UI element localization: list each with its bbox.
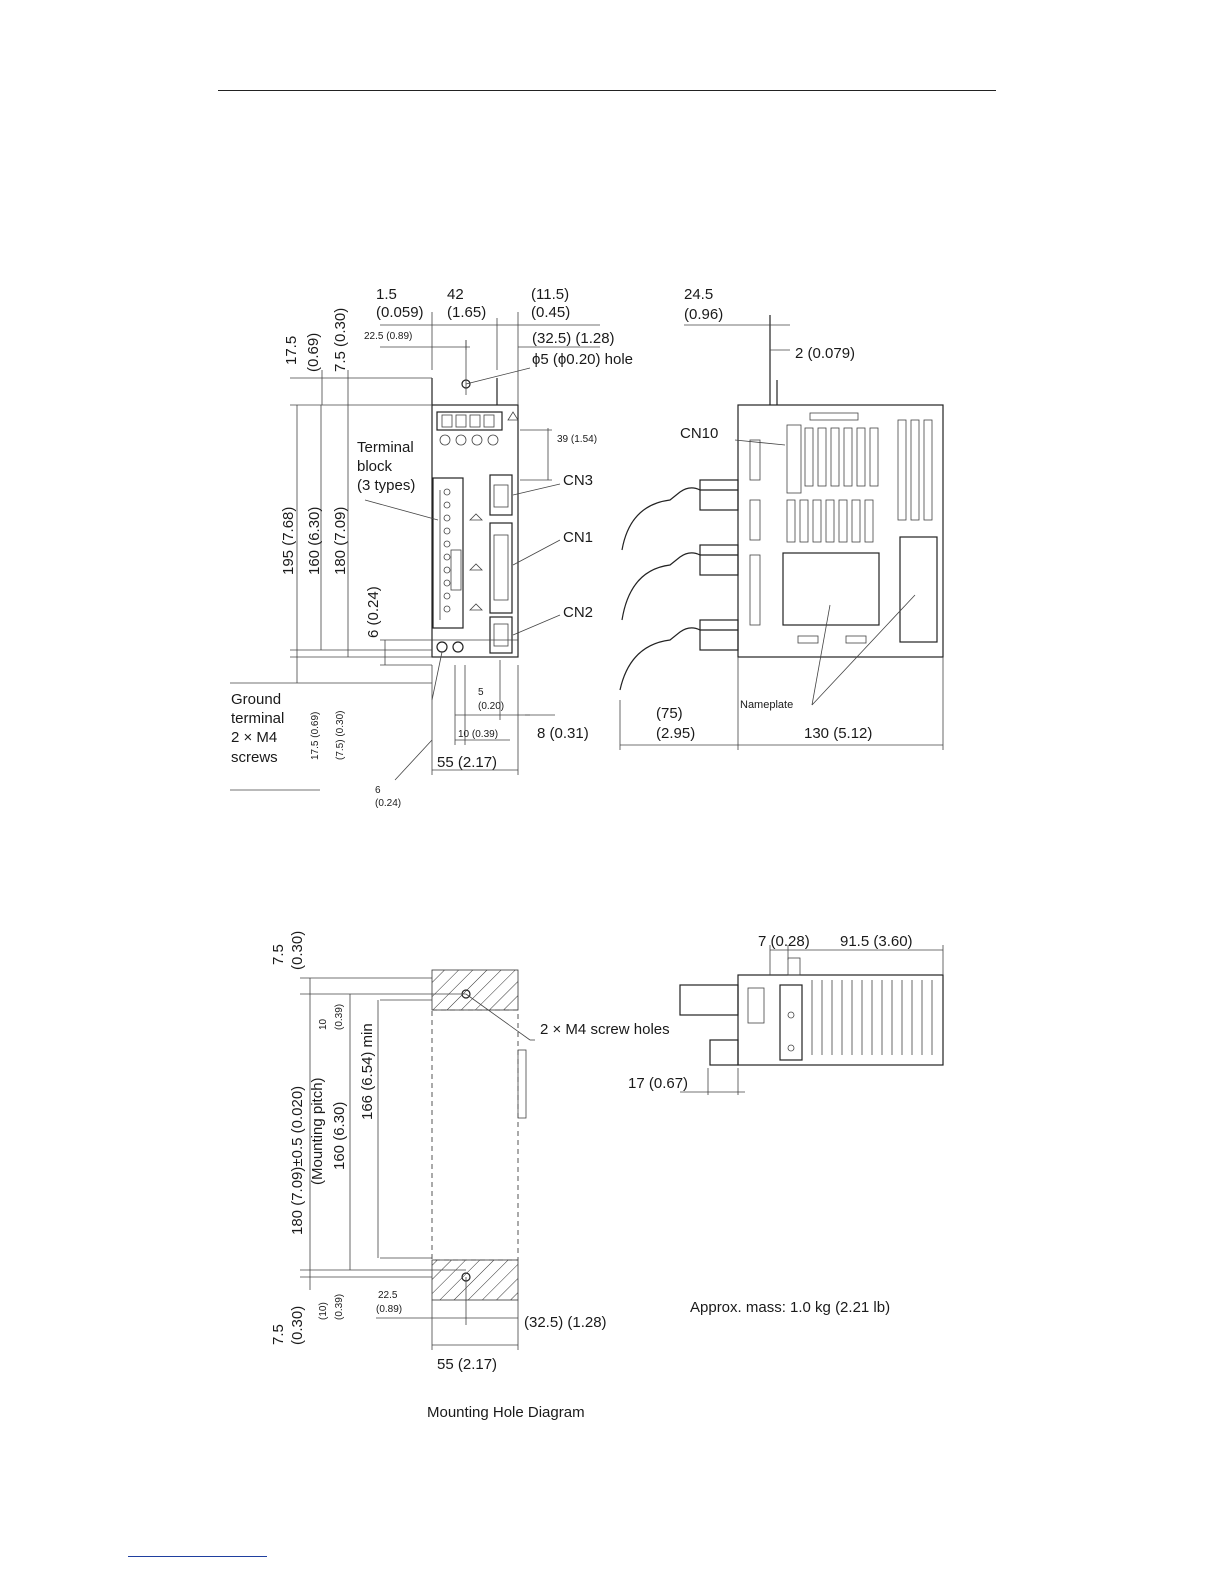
side-view: 24.5 (0.96) 2 (0.079) CN10 (75) (2.95) 1… <box>619 286 944 750</box>
dim-22-5: 22.5 (0.89) <box>364 331 412 342</box>
mh-dim-32-5: (32.5) (1.28) <box>524 1314 607 1331</box>
nameplate-label: Nameplate <box>740 699 793 711</box>
cn3-label: CN3 <box>563 472 593 489</box>
panel-buttons <box>439 434 499 446</box>
top-body-outline <box>737 974 944 1066</box>
v-0-69: (0.69) <box>305 333 322 372</box>
led-display <box>436 411 503 431</box>
mh-v-0-39b: (0.39) <box>334 1294 345 1320</box>
mh-v-0-30-top: (0.30) <box>289 931 306 970</box>
side-body-outline <box>737 404 944 658</box>
hatch-bottom <box>431 1259 519 1301</box>
v-17-5b: 17.5 (0.69) <box>310 712 321 760</box>
dim-7: 7 (0.28) <box>758 933 810 950</box>
front-view: 1.5 (0.059) 42 (1.65) (11.5) (0.45) (32.… <box>230 286 633 809</box>
dim-55: 55 (2.17) <box>437 754 497 771</box>
v-6: 6 (0.24) <box>365 586 382 638</box>
footer-link-rule <box>128 1556 267 1557</box>
mh-v-166: 166 (6.54) min <box>359 1023 376 1120</box>
cn1-connector <box>489 522 513 614</box>
dim-1-5-in: (0.059) <box>376 304 424 321</box>
ground-line-4: screws <box>231 749 278 766</box>
dim-39: 39 (1.54) <box>557 434 597 445</box>
mh-v-7-5-bot: 7.5 <box>270 1324 287 1345</box>
mounting-caption: Mounting Hole Diagram <box>427 1404 585 1421</box>
cn2-connector <box>489 616 513 654</box>
top-connector-2 <box>709 1039 739 1066</box>
cn10-label: CN10 <box>680 425 718 442</box>
dim-6b-in: (0.24) <box>375 798 401 809</box>
header-rule <box>218 90 996 91</box>
dim-11-5: (11.5) <box>531 286 569 303</box>
dim-42-in: (1.65) <box>447 304 486 321</box>
v-160: 160 (6.30) <box>306 507 323 575</box>
dim-1-5: 1.5 <box>376 286 397 303</box>
dim-8: 8 (0.31) <box>537 725 589 742</box>
ground-terminal-1 <box>436 641 448 653</box>
cn1-label: CN1 <box>563 529 593 546</box>
dim-5-in: (0.20) <box>478 701 504 712</box>
dim-91-5: 91.5 (3.60) <box>840 933 913 950</box>
v-195: 195 (7.68) <box>280 507 297 575</box>
dim-11-5-in: (0.45) <box>531 304 570 321</box>
cn2-label: CN2 <box>563 604 593 621</box>
terminal-block-line-2: block <box>357 458 393 475</box>
v-17-5: 17.5 <box>283 336 300 365</box>
screw-holes-label: 2 × M4 screw holes <box>540 1021 670 1038</box>
mh-v-pitch: (Mounting pitch) <box>309 1077 326 1185</box>
v-7-5b: (7.5) (0.30) <box>335 711 346 760</box>
ground-line-3: 2 × M4 <box>231 729 277 746</box>
mh-v-7-5-top: 7.5 <box>270 944 287 965</box>
cn3-connector <box>489 474 513 516</box>
mh-v-10b: (10) <box>318 1302 329 1320</box>
terminal-block-line-1: Terminal <box>357 439 414 456</box>
side-fins <box>749 419 933 626</box>
dim-5: 5 <box>478 687 484 698</box>
servo-outline-dashed <box>431 1009 519 1261</box>
top-connector-1 <box>679 984 739 1016</box>
mh-v-160: 160 (6.30) <box>331 1102 348 1170</box>
hole-label: ϕ5 (ϕ0.20) hole <box>532 351 633 368</box>
dim-24-5: 24.5 <box>684 286 713 303</box>
dim-32-5: (32.5) (1.28) <box>532 330 615 347</box>
mh-v-0-30-bot: (0.30) <box>289 1306 306 1345</box>
dim-130: 130 (5.12) <box>804 725 872 742</box>
mounting-tab <box>431 378 498 405</box>
front-body-outline <box>431 404 519 658</box>
top-fins <box>811 980 933 1055</box>
nameplate-1 <box>782 552 880 626</box>
mh-dim-22-5-in: (0.89) <box>376 1304 402 1315</box>
top-view: 7 (0.28) 91.5 (3.60) 17 (0.67) <box>628 933 944 1095</box>
dim-6b: 6 <box>375 785 381 796</box>
terminal-block-line-3: (3 types) <box>357 477 415 494</box>
ground-line-2: terminal <box>231 710 284 727</box>
dim-2: 2 (0.079) <box>795 345 855 362</box>
dim-75-in: (2.95) <box>656 725 695 742</box>
ground-terminal-2 <box>452 641 464 653</box>
mounting-hole-diagram: 7.5 (0.30) 180 (7.09)±0.5 (0.020) (Mount… <box>270 931 670 1421</box>
mh-dim-55: 55 (2.17) <box>437 1356 497 1373</box>
mh-v-180: 180 (7.09)±0.5 (0.020) <box>289 1086 306 1235</box>
dim-24-5-in: (0.96) <box>684 306 723 323</box>
dim-17: 17 (0.67) <box>628 1075 688 1092</box>
mh-dim-22-5: 22.5 <box>378 1290 398 1301</box>
mh-v-10: 10 <box>318 1018 329 1030</box>
dim-42: 42 <box>447 286 464 303</box>
dim-10: 10 (0.39) <box>458 729 498 740</box>
mh-v-0-39: (0.39) <box>334 1004 345 1030</box>
side-cables <box>619 479 739 691</box>
v-180: 180 (7.09) <box>332 507 349 575</box>
terminal-block <box>432 477 464 629</box>
hatch-top <box>431 969 519 1011</box>
ground-line-1: Ground <box>231 691 281 708</box>
v-7-5: 7.5 (0.30) <box>332 308 349 372</box>
nameplate-2 <box>899 536 938 643</box>
dim-75: (75) <box>656 705 683 722</box>
mass-label: Approx. mass: 1.0 kg (2.21 lb) <box>690 1299 890 1316</box>
